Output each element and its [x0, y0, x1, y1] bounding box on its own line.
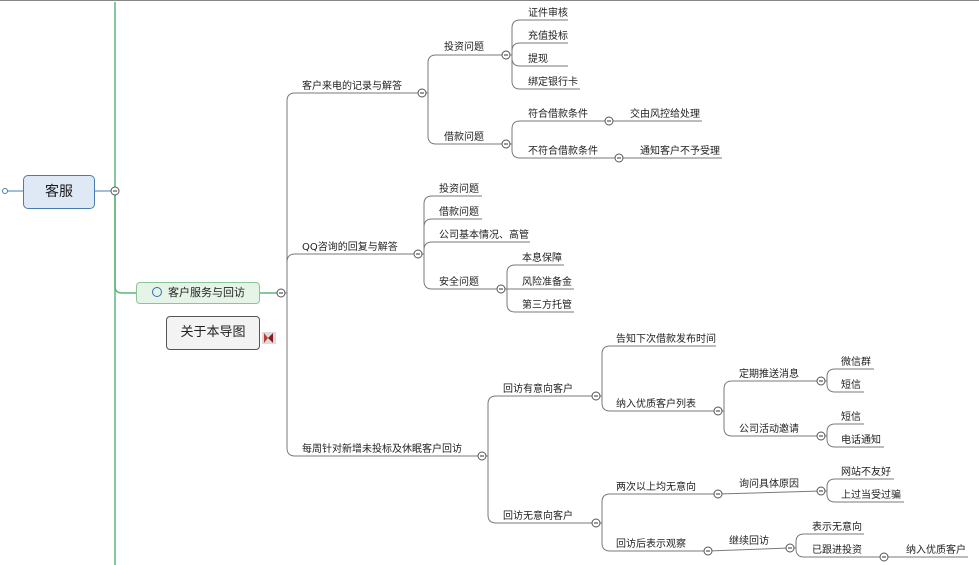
topic-site-unfriendly[interactable]: 网站不友好	[841, 467, 891, 478]
trunk-to-main	[114, 191, 136, 294]
main-topic-label: 客户服务与回访	[168, 286, 245, 299]
edge-n2d3	[501, 288, 574, 313]
edge-n2a	[418, 195, 482, 255]
edge-n3b2a	[707, 547, 791, 552]
edge-n1a	[422, 54, 506, 94]
topic-not-interested[interactable]: 回访无意向客户	[503, 511, 573, 522]
topic-loan-eligible[interactable]: 符合借款条件	[528, 109, 588, 120]
root-topic[interactable]: 客服	[23, 175, 95, 209]
edge-n2b	[418, 218, 482, 255]
topic-loan-ineligible[interactable]: 不符合借款条件	[528, 146, 598, 157]
edge-n3a2b2	[821, 435, 884, 448]
flag-icon	[262, 332, 276, 344]
topic-company-info[interactable]: 公司基本情况、高管	[439, 230, 529, 241]
topic-invest-issue[interactable]: 投资问题	[444, 42, 484, 53]
topic-interested[interactable]: 回访有意向客户	[503, 384, 573, 395]
edge-n3a	[482, 395, 596, 457]
edge-n1b2	[506, 143, 619, 159]
topic-wechat-group[interactable]: 微信群	[841, 357, 871, 368]
topic-risk-reserve[interactable]: 风险准备金	[522, 277, 572, 288]
edge-n3b1a1	[821, 478, 894, 492]
topic-id-review[interactable]: 证件审核	[528, 8, 568, 19]
edge-n3a2a1	[821, 368, 874, 382]
topic-observe[interactable]: 回访后表示观察	[616, 539, 686, 550]
edge-n1a-4	[506, 54, 580, 90]
circle-icon	[152, 287, 162, 297]
edge-n3b2a2	[790, 547, 884, 558]
edge-n3b2	[596, 522, 708, 552]
edge-n3a1	[596, 345, 716, 397]
topic-principal-guarantee[interactable]: 本息保障	[522, 253, 562, 264]
edge-n3b	[482, 455, 596, 524]
topic-call-records[interactable]: 客户来电的记录与解答	[302, 81, 402, 92]
edge-n1b	[422, 92, 506, 145]
topic-push-message[interactable]: 定期推送消息	[739, 369, 799, 380]
topic-security[interactable]: 安全问题	[439, 277, 479, 288]
edge-n3b1a	[717, 490, 822, 495]
topic-qq-loan[interactable]: 借款问题	[439, 207, 479, 218]
topic-qq-consult[interactable]: QQ咨询的回复与解答	[302, 242, 398, 253]
topic-qq-invest[interactable]: 投资问题	[439, 184, 479, 195]
topic-loan-issue[interactable]: 借款问题	[444, 132, 484, 143]
edge-n2	[281, 253, 418, 294]
root-left-handle[interactable]	[2, 188, 8, 194]
topic-recharge-bid[interactable]: 充值投标	[528, 31, 568, 42]
edge-n3b1a2	[821, 490, 904, 503]
topic-twice-no-intent[interactable]: 两次以上均无意向	[616, 482, 696, 493]
topic-weekly-revisit[interactable]: 每周针对新增未投标及休眠客户回访	[302, 444, 462, 455]
topic-keep-revisit[interactable]: 继续回访	[729, 536, 769, 547]
topic-event-invite[interactable]: 公司活动邀请	[739, 424, 799, 435]
topic-add-quality[interactable]: 纳入优质客户	[906, 545, 966, 556]
edge-n2d1	[501, 264, 564, 290]
edge-n2d	[418, 253, 501, 290]
edge-n3a2b	[718, 410, 821, 437]
topic-scammed-before[interactable]: 上过当受过骗	[841, 490, 901, 501]
edge-n1a-1	[506, 19, 568, 56]
topic-no-intent[interactable]: 表示无意向	[812, 522, 862, 533]
topic-sms-1[interactable]: 短信	[841, 380, 861, 391]
window-top-border	[0, 0, 979, 1]
about-map-button[interactable]: 关于本导图	[166, 316, 260, 350]
topic-risk-control[interactable]: 交由风控给处理	[630, 109, 700, 120]
topic-ask-reason[interactable]: 询问具体原因	[739, 479, 799, 490]
edge-n2c	[418, 241, 530, 255]
edge-n3a2	[596, 395, 718, 412]
edge-n1	[281, 92, 422, 294]
topic-withdraw[interactable]: 提现	[528, 54, 548, 65]
topic-notify-reject[interactable]: 通知客户不予受理	[640, 146, 720, 157]
edge-n1a-2	[506, 42, 568, 56]
topic-third-party[interactable]: 第三方托管	[522, 300, 572, 311]
topic-phone-notify[interactable]: 电话通知	[841, 435, 881, 446]
edge-n3	[281, 292, 482, 457]
edge-n3a2a2	[821, 380, 864, 393]
main-topic[interactable]: 客户服务与回访	[136, 282, 260, 304]
topic-bind-card[interactable]: 绑定银行卡	[528, 77, 578, 88]
edge-n3b1	[596, 493, 718, 524]
edge-n1b1	[506, 120, 609, 145]
edge-n3a2a	[718, 380, 821, 412]
topic-next-loan-time[interactable]: 告知下次借款发布时间	[616, 334, 716, 345]
edge-n3a2b1	[821, 423, 864, 437]
topic-quality-list[interactable]: 纳入优质客户列表	[616, 399, 696, 410]
topic-followed-invest[interactable]: 已跟进投资	[812, 545, 862, 556]
topic-sms-2[interactable]: 短信	[841, 412, 861, 423]
edge-n3b2a1	[790, 533, 864, 549]
